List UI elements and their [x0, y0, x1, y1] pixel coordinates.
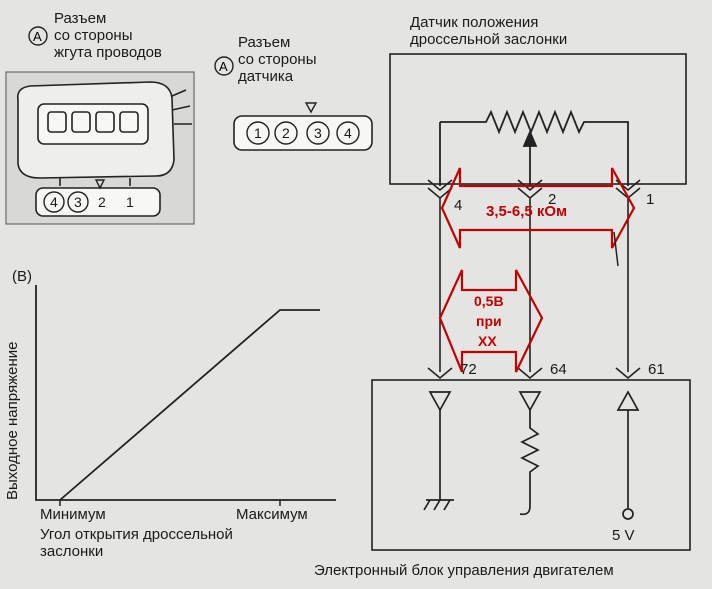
harness-pin-4: 4: [50, 194, 58, 210]
harness-pin-strip: [35, 179, 161, 217]
graph-x-label: Угол открытия дроссельной заслонки: [40, 526, 233, 560]
potentiometer-resistor: [439, 109, 629, 186]
ecu-internals: [423, 390, 640, 520]
svg-text:A: A: [219, 59, 228, 74]
graph-ticks: [59, 500, 281, 506]
sensor-connector-pin-1: 1: [254, 125, 262, 141]
graph-y-label: Выходное напряжение: [4, 341, 21, 500]
ecu-pin-label-61: 61: [648, 361, 665, 378]
idle-voltage-line-3: ХХ: [478, 333, 497, 349]
sensor-connector-pin-3: 3: [314, 125, 322, 141]
sensor-pin-label-1: 1: [646, 191, 654, 208]
idle-voltage-line-1: 0,5В: [474, 293, 504, 309]
graph: [35, 285, 336, 506]
idle-voltage-line-2: при: [476, 313, 502, 329]
harness-pin-2: 2: [98, 194, 106, 210]
resistance-annotation: [440, 167, 636, 267]
graph-panel-label: (B): [12, 268, 32, 285]
sensor-connector-pin-4: 4: [344, 125, 352, 141]
sensor-pin-label-4: 4: [454, 197, 462, 214]
sensor-box: [389, 53, 687, 185]
signal-wires: [439, 198, 629, 372]
graph-x-max: Максимум: [236, 506, 308, 523]
graph-x-min: Минимум: [40, 506, 106, 523]
marker-a-icon: A: [214, 56, 234, 76]
svg-text:A: A: [33, 29, 42, 44]
harness-connector-label: Разъем со стороны жгута проводов: [54, 10, 162, 61]
ecu-pin-chevrons: [427, 367, 641, 380]
idle-voltage-annotation: [438, 269, 544, 373]
sensor-pin-label-2: 2: [548, 191, 556, 208]
supply-voltage-label: 5 V: [612, 527, 635, 544]
sensor-pin-strip: [233, 102, 373, 151]
ecu-pin-label-72: 72: [460, 361, 477, 378]
marker-a-icon: A: [28, 26, 48, 46]
resistance-value: 3,5-6,5 кОм: [486, 203, 567, 220]
sensor-connector-pin-2: 2: [282, 125, 290, 141]
ecu-pin-label-64: 64: [550, 361, 567, 378]
ecu-title: Электронный блок управления двигателем: [314, 562, 614, 579]
sensor-title: Датчик положения дроссельной заслонки: [410, 14, 568, 48]
graph-output-line: [59, 309, 320, 501]
harness-connector-drawing: [16, 81, 192, 186]
sensor-connector-label: Разъем со стороны датчика: [238, 34, 317, 85]
harness-pin-3: 3: [74, 194, 82, 210]
ecu-box: [371, 379, 691, 551]
graph-axes: [35, 285, 336, 501]
harness-pin-1: 1: [126, 194, 134, 210]
